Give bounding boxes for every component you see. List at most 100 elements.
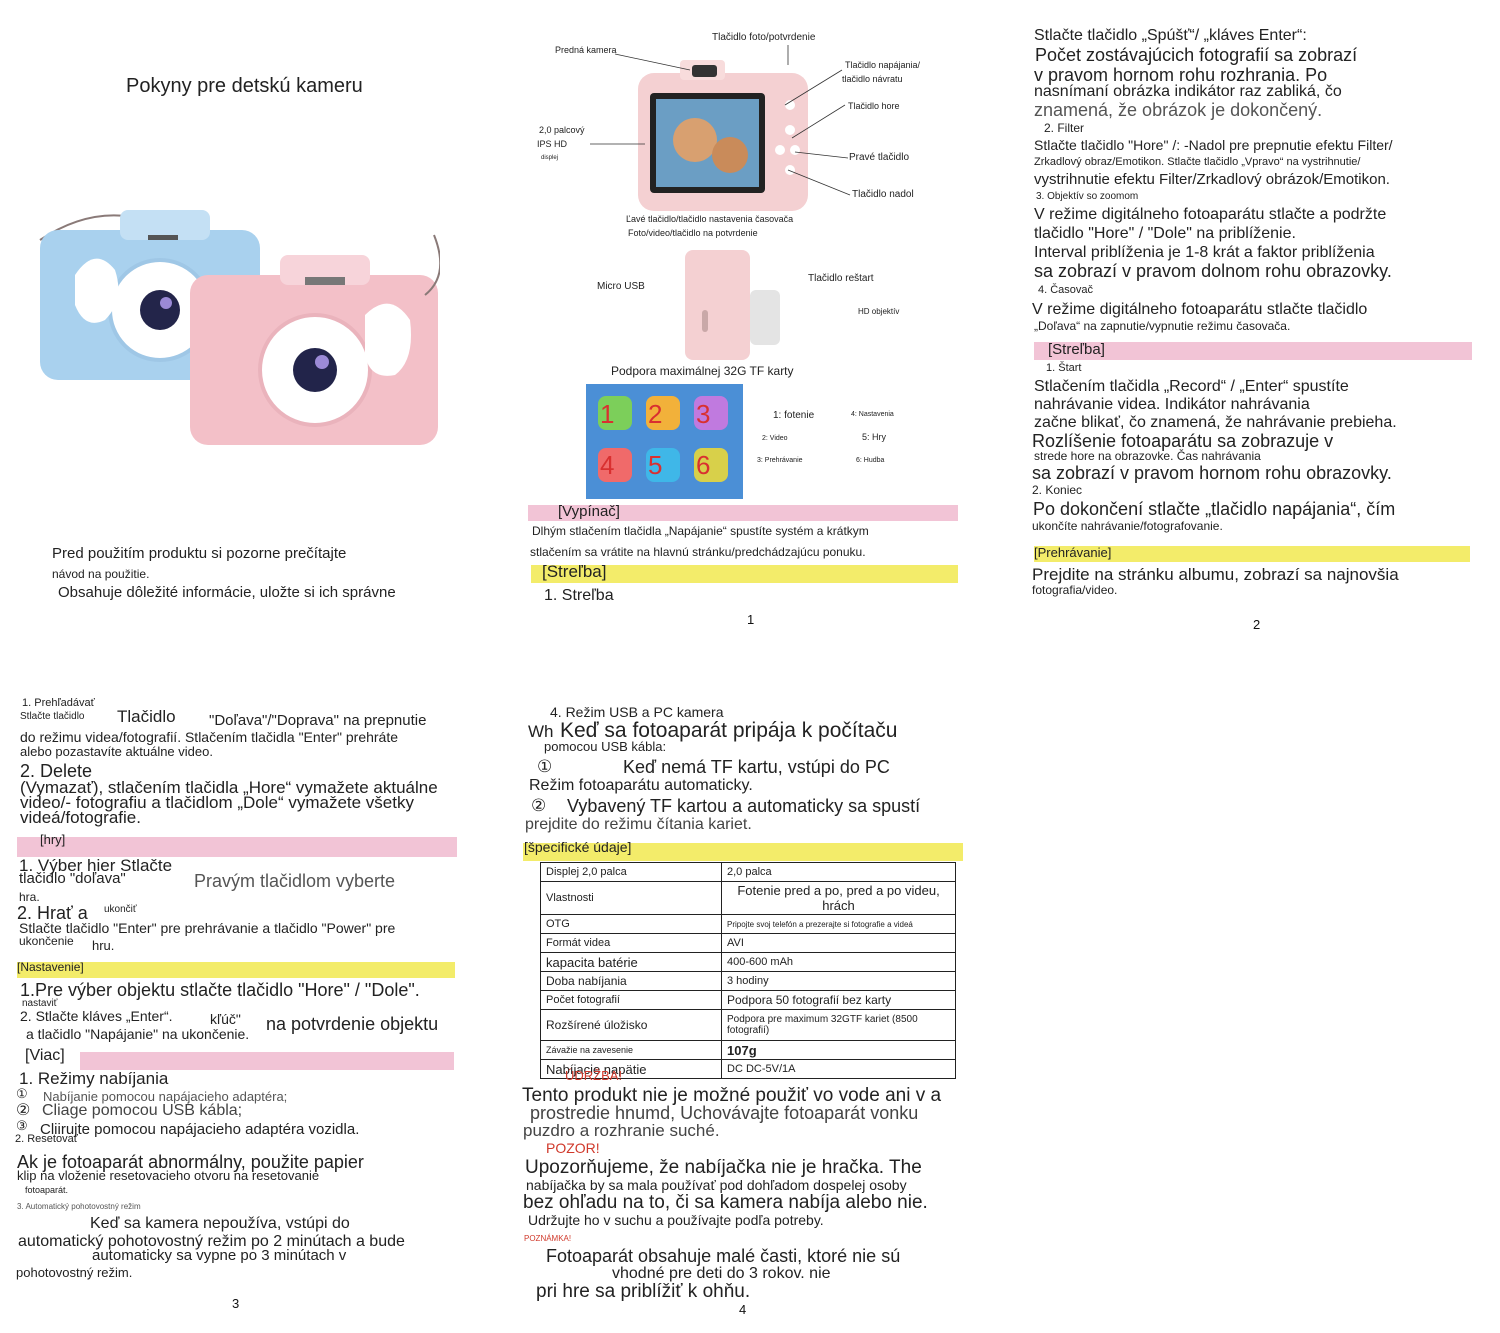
- video-highlight: [1034, 342, 1472, 360]
- menu-number-6: 6: [696, 450, 711, 480]
- p2-line-13: Interval priblíženia je 1-8 krát a fakto…: [1034, 244, 1375, 261]
- charge-symbol-1: ①: [16, 1086, 28, 1101]
- charge-1: Nabíjanie pomocou napájacieho adaptéra;: [43, 1089, 288, 1104]
- spec-heading: [špecifické údaje]: [524, 839, 632, 855]
- warning-heading: POZOR!: [546, 1140, 600, 1156]
- reset-3: fotoaparát.: [25, 1185, 69, 1195]
- menu-number-3: 3: [696, 399, 711, 429]
- settings-heading: [Nastavenie]: [17, 960, 84, 974]
- warning-2: nabíjačka by sa mala používať pod dohľad…: [526, 1177, 907, 1193]
- menu-legend-1: 1: fotenie: [773, 410, 815, 421]
- callout-lines: [590, 45, 851, 196]
- spec-key: Rozšírené úložisko: [540, 1009, 722, 1041]
- games-1d: hra.: [19, 890, 40, 904]
- p2-line-3: v pravom hornom rohu rozhrania. Po: [1034, 65, 1328, 85]
- delete-1: (Vymazať), stlačením tlačidla „Hore“ vym…: [20, 778, 438, 797]
- video-line-9: Po dokončení stlačte „tlačidlo napájania…: [1033, 499, 1396, 519]
- menu-number-5: 5: [648, 450, 663, 480]
- spec-value: AVI: [721, 933, 956, 953]
- page-number-1: 1: [747, 612, 755, 627]
- p2-line-17: „Doľava“ na zapnutie/vypnutie režimu čas…: [1034, 319, 1291, 333]
- games-2b: ukončiť: [104, 904, 137, 915]
- video-heading: [Streľba]: [1048, 341, 1105, 358]
- label-right-button: Pravé tlačidlo: [849, 152, 910, 163]
- spec-value: Pripojte svoj telefón a prezerajte si fo…: [721, 914, 956, 934]
- games-heading: [hry]: [40, 832, 66, 847]
- p2-line-11: V režime digitálneho fotoaparátu stlačte…: [1034, 206, 1387, 223]
- camera-front-diagram: [630, 55, 830, 215]
- intro-line-1: Pred použitím produktu si pozorne prečít…: [52, 545, 347, 562]
- p2-line-1: Stlačte tlačidlo „Spúšť“/ „kláves Enter“…: [1034, 27, 1307, 44]
- usb-4: Režim fotoaparátu automaticky.: [529, 777, 753, 794]
- p2-line-12: tlačidlo "Hore" / "Dole" na priblíženie.: [1034, 225, 1296, 242]
- play-line-2: fotografia/video.: [1032, 583, 1118, 597]
- p2-line-7: Stlačte tlačidlo "Hore" /: -Nadol pre pr…: [1034, 137, 1393, 153]
- standby-title: 3. Automatický pohotovostný režim: [17, 1202, 141, 1211]
- games-highlight: [17, 837, 457, 857]
- spec-value: 3 hodiny: [721, 971, 956, 991]
- spec-key: Doba nabíjania: [540, 971, 722, 991]
- warning-1: Upozorňujeme, že nabíjačka nie je hračka…: [525, 1157, 922, 1178]
- page-number-3: 3: [232, 1296, 240, 1311]
- label-down-button: Tlačidlo nadol: [852, 189, 914, 200]
- play-highlight: [1034, 546, 1470, 562]
- browse-2: do režimu videa/fotografií. Stlačením tl…: [20, 729, 399, 745]
- spec-value: 107g: [721, 1040, 956, 1060]
- spec-key: kapacita batérie: [540, 952, 722, 972]
- shoot-heading: [Streľba]: [542, 562, 607, 581]
- p2-line-8: Zrkadlový obraz/Emotikon. Stlačte tlačid…: [1034, 156, 1361, 168]
- menu-legend-3: 3: Prehrávanie: [757, 457, 803, 464]
- menu-legend-4: 4: Nastavenia: [851, 411, 894, 418]
- menu-settings-icon: [598, 448, 632, 482]
- switch-text-1: Dlhým stlačením tlačidla „Napájanie“ spu…: [532, 524, 869, 538]
- label-power-button-1: Tlačidlo napájania/: [845, 60, 921, 70]
- more-heading: [Viac]: [25, 1047, 65, 1064]
- more-1: 1. Režimy nabíjania: [19, 1069, 169, 1088]
- usb-5: Vybavený TF kartou a automaticky sa spus…: [567, 796, 921, 816]
- charge-3: Cliirujte pomocou napájacieho adaptéra v…: [40, 1121, 360, 1138]
- note-heading: POZNÁMKA!: [524, 1234, 572, 1243]
- spec-key: Nabíjacie napätie: [540, 1059, 722, 1079]
- video-line-6: strede hore na obrazovke. Čas nahrávania: [1034, 449, 1261, 463]
- p2-line-5: znamená, že obrázok je dokončený.: [1034, 100, 1323, 120]
- usb-6: prejdite do režimu čítania kariet.: [525, 816, 752, 833]
- settings-2a: nastaviť: [22, 998, 58, 1009]
- switch-highlight: [528, 505, 958, 521]
- shoot-item: 1. Streľba: [544, 587, 614, 604]
- standby-3: automaticky sa vypne po 3 minútach v: [92, 1247, 347, 1264]
- games-1b: Pravým tlačidlom vyberte: [194, 871, 396, 891]
- settings-2b: 2. Stlačte kláves „Enter“.: [20, 1008, 173, 1024]
- label-screen-1: 2,0 palcový: [539, 125, 585, 135]
- play-heading: [Prehrávanie]: [1034, 545, 1112, 560]
- switch-text-2: stlačením sa vrátite na hlavnú stránku/p…: [530, 545, 866, 559]
- video-line-7: sa zobrazí v pravom hornom rohu obrazovk…: [1032, 463, 1392, 483]
- spec-highlight: [523, 843, 963, 861]
- p2-line-10: 3. Objektív so zoomom: [1036, 191, 1139, 202]
- label-up-button: Tlačidlo hore: [848, 101, 900, 111]
- maintenance-2: prostredie hnumd, Uchovávajte fotoaparát…: [530, 1103, 919, 1123]
- usb-title: 4. Režim USB a PC kamera: [550, 704, 724, 720]
- menu-number-2: 2: [648, 399, 663, 429]
- menu-playback-icon: [694, 396, 728, 430]
- video-line-5: Rozlíšenie fotoaparátu sa zobrazuje v: [1032, 431, 1334, 451]
- spec-key: Displej 2,0 palca: [540, 862, 722, 882]
- label-screen-2: IPS HD: [537, 139, 568, 149]
- video-line-10: ukončíte nahrávanie/fotografovanie.: [1032, 519, 1223, 533]
- intro-line-3: Obsahuje dôležité informácie, uložte si …: [58, 584, 396, 601]
- page-number-4: 4: [739, 1302, 747, 1317]
- delete-3: videá/fotografie.: [20, 808, 141, 827]
- note-1: Fotoaparát obsahuje malé časti, ktoré ni…: [546, 1246, 901, 1266]
- menu-video-icon: [646, 396, 680, 430]
- camera-side-diagram: [680, 250, 800, 365]
- settings-2d: na potvrdenie objektu: [266, 1014, 439, 1034]
- spec-key: Počet fotografií: [540, 990, 722, 1010]
- spec-key: Závažie na zavesenie: [540, 1040, 722, 1060]
- menu-number-1: 1: [600, 399, 615, 429]
- label-hd-lens: HD objektív: [858, 307, 900, 316]
